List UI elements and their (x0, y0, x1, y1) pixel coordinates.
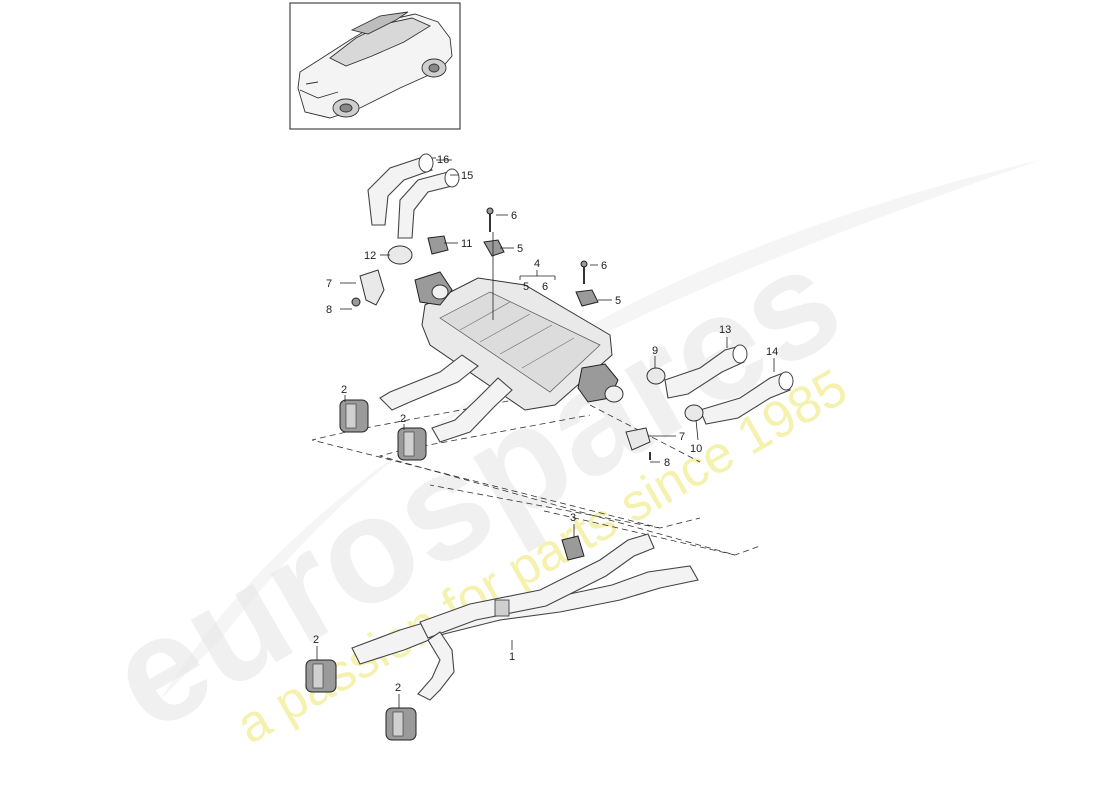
rear-muffler (379, 271, 624, 443)
callout-16: 16 (437, 154, 449, 166)
callout-2c: 2 (313, 634, 319, 646)
callout-6a: 6 (511, 210, 517, 222)
callout-9: 9 (652, 345, 658, 357)
callout-10: 10 (690, 443, 702, 455)
leader-lines (316, 157, 775, 708)
callout-2d: 2 (395, 682, 401, 694)
watermark: eurospares a passion for parts since 198… (82, 160, 1040, 763)
callout-7a: 7 (326, 278, 332, 290)
callout-13: 13 (719, 324, 731, 336)
tailpipe-left-upper (351, 153, 599, 307)
callout-8b: 8 (664, 457, 670, 469)
callout-15: 15 (461, 170, 473, 182)
callout-4: 4 (534, 258, 540, 270)
callout-5b: 5 (615, 295, 621, 307)
callout-2b: 2 (400, 413, 406, 425)
callout-8a: 8 (326, 304, 332, 316)
assembly-guides (311, 394, 761, 556)
vehicle-thumbnail (289, 2, 461, 130)
callout-7b: 7 (679, 431, 685, 443)
clamp-lower-left (305, 659, 337, 693)
front-pipe-assembly (351, 533, 699, 701)
car-suv-icon (297, 11, 453, 119)
callout-3: 3 (570, 512, 576, 524)
callout-11: 11 (461, 238, 472, 250)
callout-6b: 6 (601, 260, 607, 272)
clamp-upper-right (397, 427, 427, 461)
callout-12: 12 (364, 250, 376, 262)
callout-4-5: 5 (523, 281, 529, 293)
callout-1: 1 (509, 651, 515, 663)
callout-4-6: 6 (542, 281, 548, 293)
callouts: 16 15 6 11 5 12 4 6 7 5 6 5 8 13 9 14 2 … (313, 154, 778, 694)
callout-14: 14 (766, 346, 778, 358)
callout-2a: 2 (341, 384, 347, 396)
callout-5a: 5 (517, 243, 523, 255)
tailpipe-right (625, 344, 794, 460)
clamp-upper-left (339, 399, 369, 433)
clamp-lower-right (385, 707, 417, 741)
